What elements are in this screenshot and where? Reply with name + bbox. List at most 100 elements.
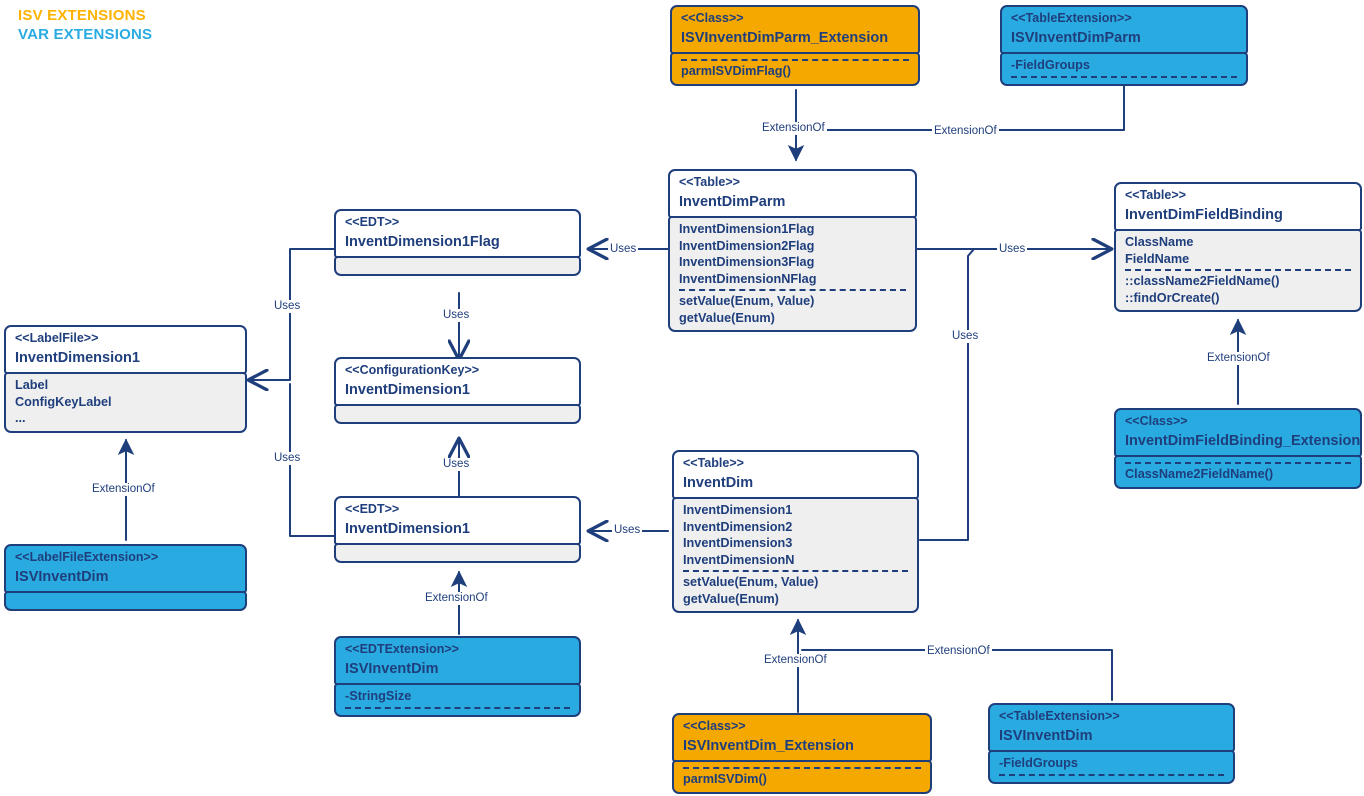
node-name: ISVInventDim_Extension (683, 738, 854, 754)
node-stereotype: <<Class>> (683, 719, 746, 733)
node-stereotype: <<ConfigurationKey>> (345, 363, 480, 377)
node-body: InventDimension1 InventDimension2 Invent… (672, 497, 919, 613)
node-body: ClassName2FieldName() (1114, 455, 1362, 489)
connector-label-uses: Uses (950, 330, 981, 343)
node-operation: parmISVDimFlag() (681, 64, 791, 78)
node-labelfile-inventdimension1[interactable]: <<LabelFile>> InventDimension1 Label Con… (4, 325, 247, 433)
node-isv-inventdim-extension[interactable]: <<Class>> ISVInventDim_Extension parmISV… (672, 713, 932, 794)
compartment-separator (683, 570, 908, 572)
compartment-separator (681, 59, 909, 61)
node-edt-inventdimension1flag[interactable]: <<EDT>> InventDimension1Flag (334, 209, 581, 276)
node-operation: getValue(Enum) (679, 310, 775, 325)
connector-label-uses: Uses (608, 243, 639, 256)
node-body (334, 543, 581, 563)
node-stereotype: <<Class>> (1125, 414, 1188, 428)
node-inventdimparm[interactable]: <<Table>> InventDimParm InventDimension1… (668, 169, 917, 332)
node-edtextension-isvinventdim[interactable]: <<EDTExtension>> ISVInventDim -StringSiz… (334, 636, 581, 717)
node-name: ISVInventDimParm_Extension (681, 30, 889, 46)
node-name: InventDim (683, 475, 754, 491)
compartment-separator (345, 706, 570, 709)
legend: ISV EXTENSIONS VAR EXTENSIONS (18, 6, 152, 44)
node-attribute: -FieldGroups (999, 756, 1078, 770)
node-header: <<EDT>> InventDimension1Flag (334, 209, 581, 258)
node-header: <<Table>> InventDim (672, 450, 919, 499)
connector-label-uses: Uses (272, 452, 303, 465)
node-header: <<ConfigurationKey>> InventDimension1 (334, 357, 581, 406)
node-attribute: InventDimension2 (683, 519, 793, 534)
connector-label-extensionof: ExtensionOf (932, 125, 999, 138)
node-inventdimfieldbinding[interactable]: <<Table>> InventDimFieldBinding ClassNam… (1114, 182, 1362, 312)
compartment-separator (999, 773, 1224, 776)
node-header: <<Table>> InventDimFieldBinding (1114, 182, 1362, 231)
node-isv-inventdimparm-tableextension[interactable]: <<TableExtension>> ISVInventDimParm -Fie… (1000, 5, 1248, 86)
node-labelfileextension-isvinventdim[interactable]: <<LabelFileExtension>> ISVInventDim (4, 544, 247, 611)
node-edt-inventdimension1[interactable]: <<EDT>> InventDimension1 (334, 496, 581, 563)
node-operation: ::findOrCreate() (1125, 290, 1220, 305)
node-stereotype: <<Table>> (1125, 188, 1186, 202)
node-name: ISVInventDim (345, 661, 439, 677)
legend-isv-extensions: ISV EXTENSIONS (18, 7, 146, 24)
connector-label-uses: Uses (997, 243, 1028, 256)
node-name: ISVInventDimParm (1011, 30, 1141, 46)
node-operation: setValue(Enum, Value) (679, 294, 815, 308)
connector-label-uses: Uses (441, 309, 472, 322)
node-header: <<EDTExtension>> ISVInventDim (334, 636, 581, 685)
compartment-separator (683, 767, 921, 769)
node-attribute: InventDimension2Flag (679, 238, 815, 253)
node-body: InventDimension1Flag InventDimension2Fla… (668, 216, 917, 332)
node-attribute: InventDimensionN (683, 552, 795, 567)
node-body: Label ConfigKeyLabel ... (4, 372, 247, 433)
connector-label-extensionof: ExtensionOf (760, 122, 827, 135)
node-attribute: InventDimension1 (683, 503, 793, 517)
node-stereotype: <<TableExtension>> (1011, 11, 1132, 25)
node-header: <<TableExtension>> ISVInventDim (988, 703, 1235, 752)
node-header: <<LabelFileExtension>> ISVInventDim (4, 544, 247, 593)
node-inventdim[interactable]: <<Table>> InventDim InventDimension1 Inv… (672, 450, 919, 613)
node-isv-inventdimparm-extension[interactable]: <<Class>> ISVInventDimParm_Extension par… (670, 5, 920, 86)
node-name: InventDimension1Flag (345, 234, 500, 250)
node-body: parmISVDimFlag() (670, 52, 920, 86)
node-attribute: -FieldGroups (1011, 58, 1090, 72)
connector-label-extensionof: ExtensionOf (762, 654, 829, 667)
node-body (334, 404, 581, 424)
node-attribute: InventDimensionNFlag (679, 271, 817, 286)
node-isv-inventdim-tableextension[interactable]: <<TableExtension>> ISVInventDim -FieldGr… (988, 703, 1235, 784)
node-operation: parmISVDim() (683, 772, 767, 786)
node-attribute: ClassName (1125, 235, 1194, 249)
node-body: parmISVDim() (672, 760, 932, 794)
node-body: ClassName FieldName ::className2FieldNam… (1114, 229, 1362, 312)
node-attribute: InventDimension3Flag (679, 255, 815, 269)
connector-label-uses: Uses (441, 458, 472, 471)
node-operation: ClassName2FieldName() (1125, 467, 1274, 481)
node-operation: ::className2FieldName() (1125, 274, 1280, 288)
node-inventdimfieldbinding-extension[interactable]: <<Class>> InventDimFieldBinding_Extensio… (1114, 408, 1362, 489)
node-body: -StringSize (334, 683, 581, 717)
node-header: <<Class>> ISVInventDim_Extension (672, 713, 932, 762)
node-name: InventDimension1 (345, 521, 470, 537)
node-header: <<Table>> InventDimParm (668, 169, 917, 218)
node-header: <<LabelFile>> InventDimension1 (4, 325, 247, 374)
node-stereotype: <<Table>> (679, 175, 740, 189)
node-name: InventDimension1 (15, 350, 140, 366)
compartment-separator (1125, 462, 1351, 464)
node-stereotype: <<LabelFile>> (15, 331, 99, 345)
node-name: ISVInventDim (999, 728, 1093, 744)
connector-label-extensionof: ExtensionOf (90, 483, 157, 496)
node-header: <<Class>> ISVInventDimParm_Extension (670, 5, 920, 54)
connector-label-extensionof: ExtensionOf (1205, 352, 1272, 365)
connector-label-extensionof: ExtensionOf (925, 645, 992, 658)
compartment-separator (1125, 269, 1351, 271)
node-operation: getValue(Enum) (683, 591, 779, 606)
node-stereotype: <<Class>> (681, 11, 744, 25)
node-attribute: ConfigKeyLabel (15, 394, 112, 409)
node-attribute: Label (15, 378, 49, 392)
node-configurationkey-inventdimension1[interactable]: <<ConfigurationKey>> InventDimension1 (334, 357, 581, 424)
node-attribute: InventDimension1Flag (679, 222, 815, 236)
node-attribute: -StringSize (345, 689, 412, 703)
legend-var-extensions: VAR EXTENSIONS (18, 26, 153, 43)
node-operation: setValue(Enum, Value) (683, 575, 819, 589)
node-stereotype: <<LabelFileExtension>> (15, 550, 159, 564)
connector-label-extensionof: ExtensionOf (423, 592, 490, 605)
node-body (4, 591, 247, 611)
node-header: <<EDT>> InventDimension1 (334, 496, 581, 545)
